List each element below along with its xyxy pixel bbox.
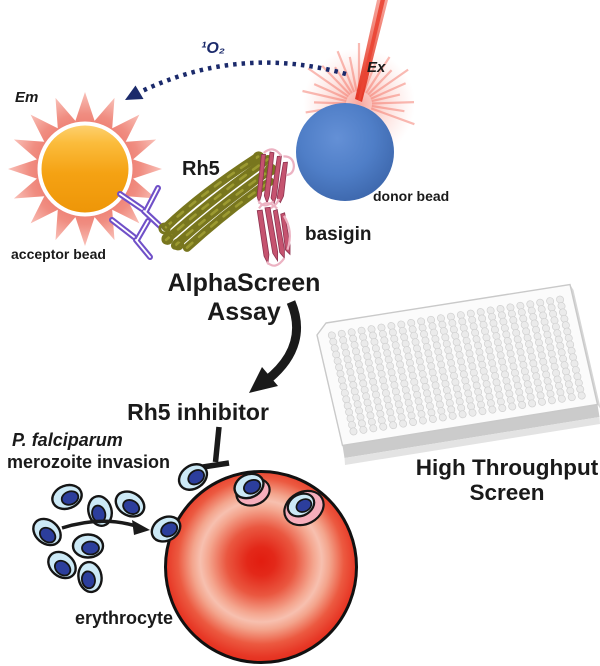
plate-wells	[328, 296, 586, 436]
flow-arrow-icon	[249, 300, 301, 393]
basigin-protein	[256, 148, 295, 267]
microplate	[317, 285, 600, 466]
laser-beam-icon	[355, 0, 388, 102]
emission-label: Em	[15, 89, 39, 106]
hts-heading: High Throughput Screen	[410, 455, 600, 506]
excitation-label: Ex	[367, 59, 386, 76]
process-label: merozoite invasion	[7, 452, 171, 472]
singlet-oxygen-label: ¹O₂	[201, 40, 225, 57]
donor-bead	[296, 103, 394, 201]
basigin-label: basigin	[305, 224, 372, 245]
hts-heading-line1: High Throughput	[415, 455, 599, 480]
rh5-inhibitor-label: Rh5 inhibitor	[127, 399, 269, 425]
singlet-oxygen-arrow-icon	[125, 60, 347, 100]
acceptor-bead	[8, 92, 162, 246]
acceptor-bead-label: acceptor bead	[11, 246, 106, 262]
donor-bead-label: donor bead	[373, 188, 450, 204]
invading-merozoite	[229, 468, 325, 527]
inhibitor-tbar-icon	[202, 426, 230, 470]
alphascreen-heading: AlphaScreen Assay	[167, 269, 321, 326]
erythrocyte-label: erythrocyte	[75, 608, 174, 628]
rh5-label: Rh5	[182, 158, 220, 180]
organism-label: P. falciparum	[12, 430, 123, 450]
hts-heading-line2: Screen	[469, 479, 545, 505]
invasion-arrow-icon	[61, 519, 150, 535]
antibody-icon	[109, 185, 163, 260]
